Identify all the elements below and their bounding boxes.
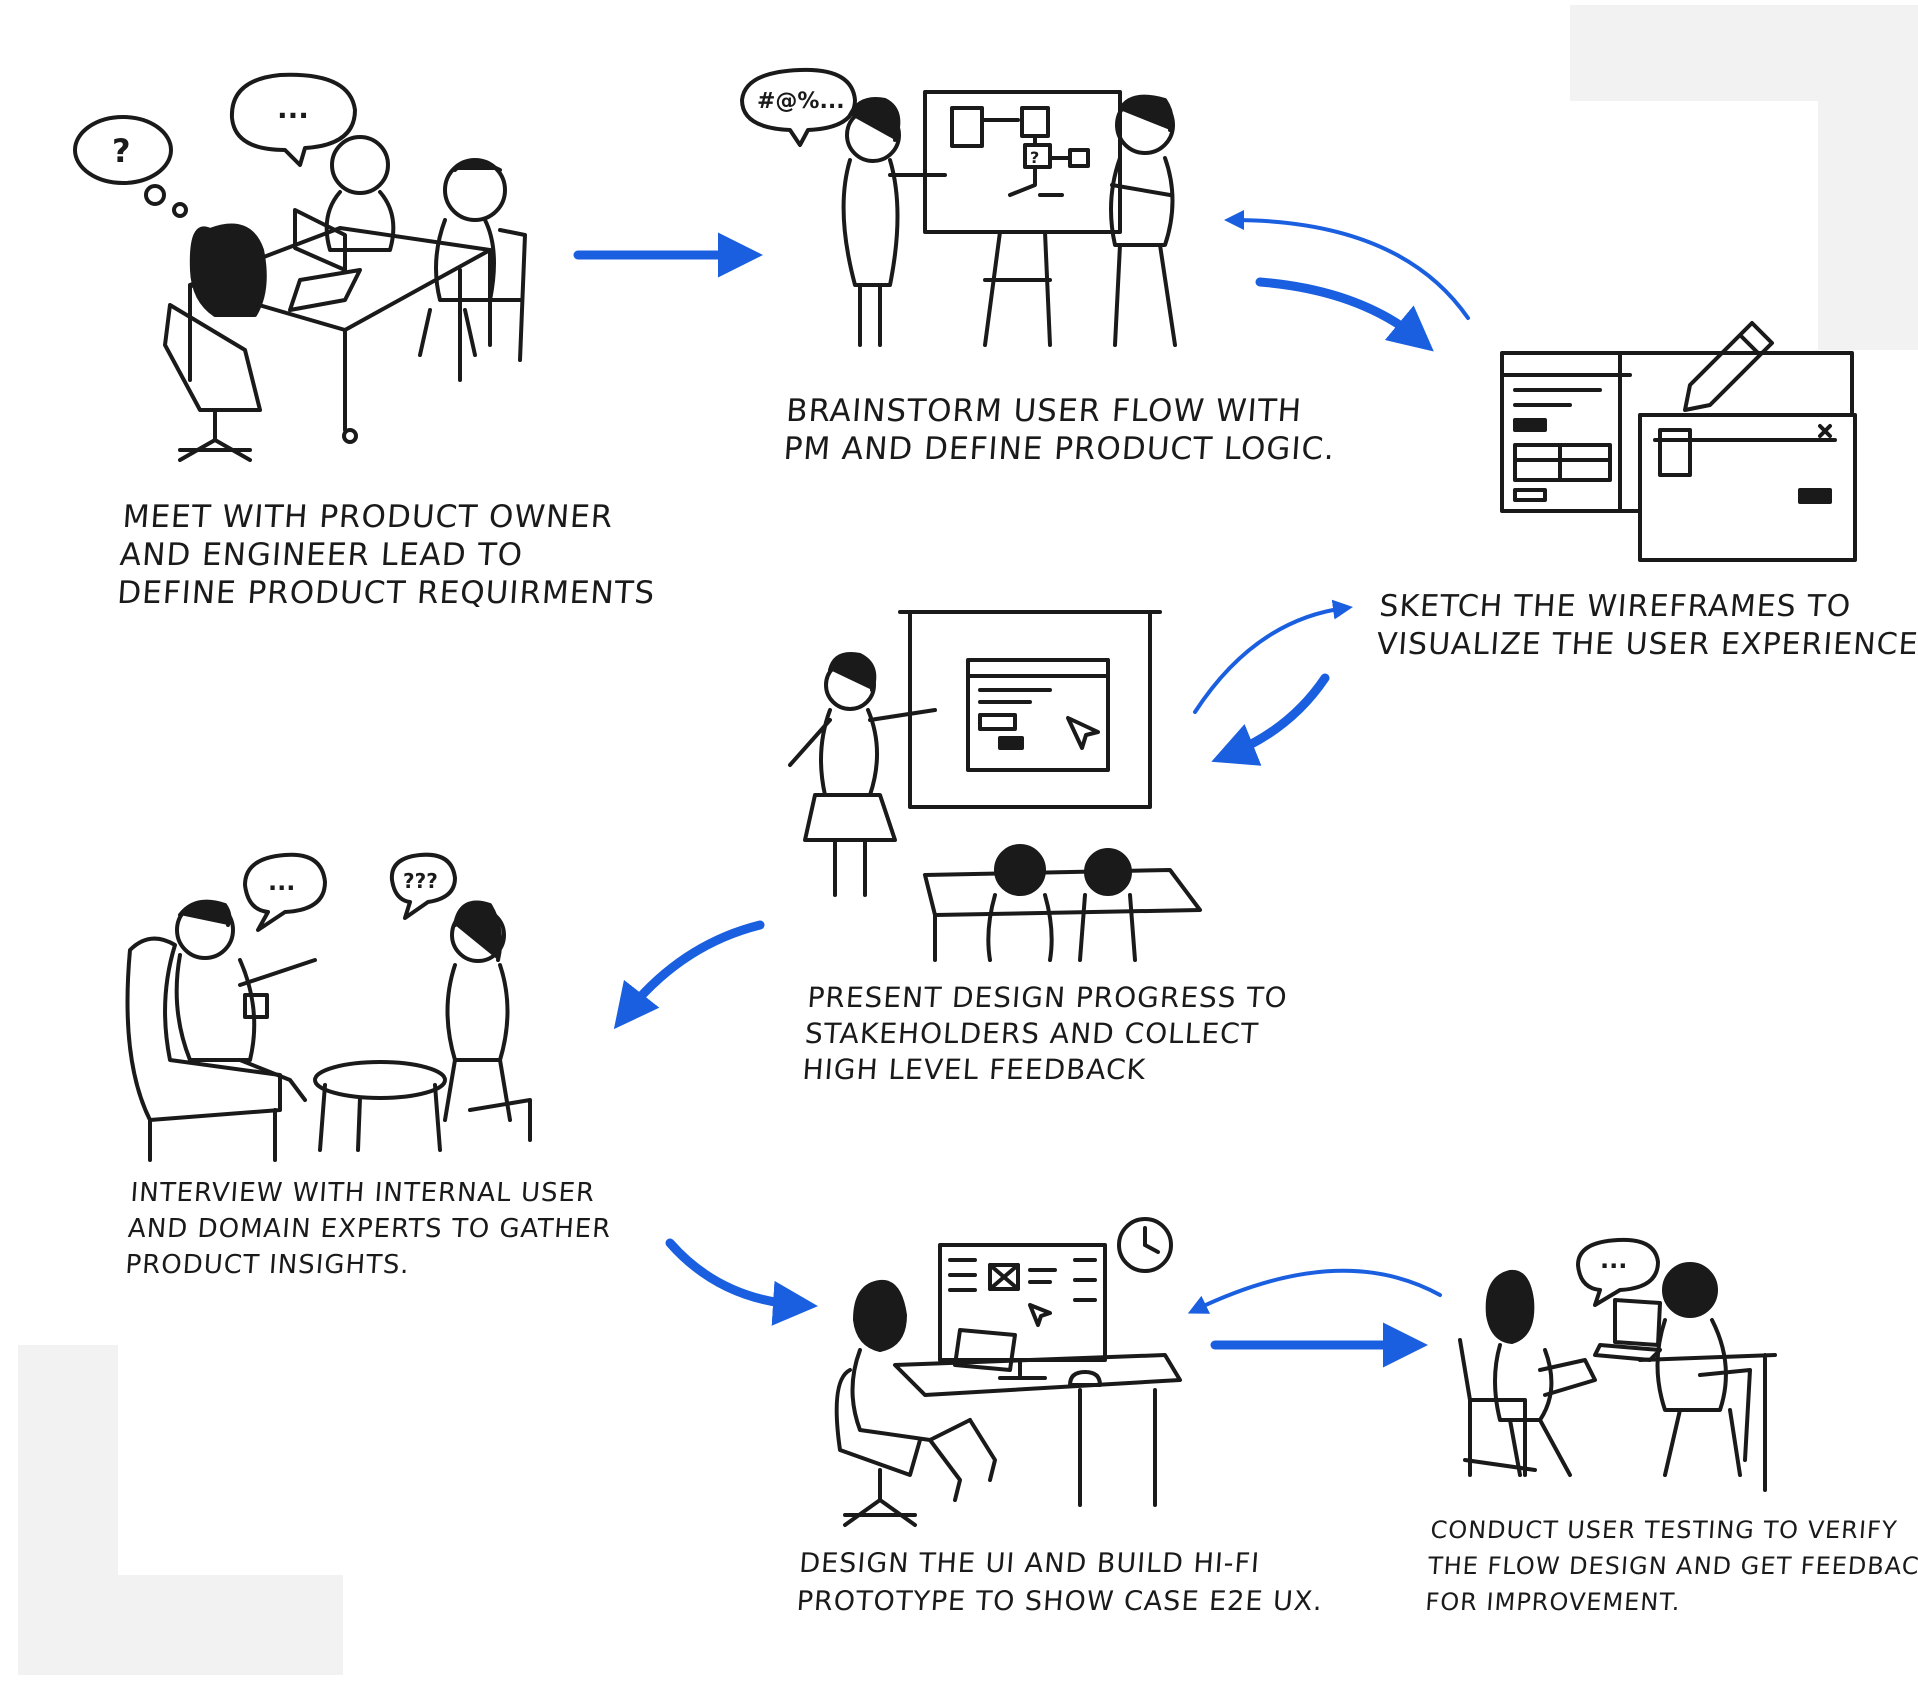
armchair: [125, 936, 282, 1162]
design-desk-illustration: [834, 1217, 1182, 1527]
presentation-illustration: [788, 610, 1202, 962]
interview-illustration: [125, 852, 532, 1162]
question-thought-bubble: [73, 115, 173, 185]
talk-dots-text: ...: [277, 92, 309, 125]
meeting-bubble-text: ? ...: [112, 92, 309, 170]
caption-line: DEFINE PRODUCT REQUIRMENTS: [116, 575, 657, 611]
caption-line: THE FLOW DESIGN AND GET FEEDBACK: [1427, 1552, 1918, 1580]
arrow-present-to-sketch: [1193, 599, 1353, 714]
laptop: [293, 208, 347, 272]
testing-bubble-text: ...: [1600, 1246, 1627, 1274]
interview-talk-dots-text: ...: [268, 868, 295, 896]
arrow-test-to-design: [1187, 1268, 1442, 1314]
brainstorm-bubble-text: #@%... ?: [757, 89, 1039, 167]
office-chair: [163, 303, 262, 462]
caption-line: AND DOMAIN EXPERTS TO GATHER: [126, 1214, 613, 1244]
caption-line: SKETCH THE WIREFRAMES TO: [1378, 589, 1853, 624]
laptop: [953, 1328, 1017, 1372]
flow-arrows: [573, 210, 1470, 1368]
step-caption-design: DESIGN THE UI AND BUILD HI-FI PROTOTYPE …: [795, 1545, 1326, 1621]
audience-desk: [923, 868, 1202, 962]
clock-icon: [1117, 1217, 1173, 1273]
monitor: [938, 1243, 1107, 1362]
tester-chair-right: [1663, 1368, 1752, 1477]
caption-line: AND ENGINEER LEAD TO: [118, 537, 525, 573]
person-woman-back: [189, 223, 267, 317]
wireframe-front-window: [1638, 413, 1857, 562]
caption-line: PM AND DEFINE PRODUCT LOGIC.: [782, 431, 1337, 467]
person-man-right-head: [443, 158, 507, 222]
caption-line: CONDUCT USER TESTING TO VERIFY: [1429, 1516, 1899, 1544]
arrow-brainstorm-to-sketch: [1255, 277, 1434, 352]
caption-line: PRODUCT INSIGHTS.: [124, 1250, 411, 1280]
arrow-sketch-to-brainstorm: [1224, 210, 1470, 320]
caption-line: PRESENT DESIGN PROGRESS TO: [806, 981, 1289, 1014]
testing-talk-dots-text: ...: [1600, 1246, 1627, 1274]
testing-talk-bubble: [1576, 1237, 1660, 1307]
arrow-sketch-to-present: [1211, 673, 1330, 766]
interview-bubble-text: ... ???: [268, 868, 438, 896]
caption-line: DESIGN THE UI AND BUILD HI-FI: [798, 1548, 1262, 1579]
tester-laptop: [1593, 1298, 1662, 1362]
tester-man-head: [1662, 1262, 1718, 1318]
board-question-text: ?: [1030, 148, 1039, 167]
arrow-present-to-interview: [613, 920, 765, 1030]
coffee-table: [313, 1060, 447, 1100]
cursor-icon: [1066, 716, 1100, 750]
design-desk: [893, 1353, 1182, 1507]
testing-desk: [1638, 1353, 1777, 1492]
caption-line: MEET WITH PRODUCT OWNER: [121, 499, 615, 535]
caption-line: PROTOTYPE TO SHOW CASE E2E UX.: [795, 1586, 1324, 1617]
brainstorm-illustration: [740, 67, 1177, 347]
user-testing-illustration: [1458, 1237, 1777, 1492]
corner-decoration-top-right-v: [1818, 5, 1918, 350]
designer-head: [853, 1279, 907, 1352]
monitor-cursor-icon: [1028, 1303, 1052, 1327]
interview-talk-bubble: [243, 852, 327, 932]
interview-question-marks-text: ???: [403, 869, 438, 893]
talk-speech-bubble: [229, 72, 357, 167]
step-caption-present: PRESENT DESIGN PROGRESS TO STAKEHOLDERS …: [801, 980, 1289, 1088]
curse-symbols-text: #@%...: [757, 89, 845, 114]
corner-decoration-bottom-left-h: [18, 1575, 343, 1675]
pencil-icon: [1683, 321, 1774, 412]
caption-line: VISUALIZE THE USER EXPERIENCE: [1375, 627, 1918, 662]
audience-head-2: [1084, 848, 1132, 896]
step-caption-brainstorm: BRAINSTORM USER FLOW WITH PM AND DEFINE …: [782, 392, 1339, 468]
caption-line: FOR IMPROVEMENT.: [1424, 1588, 1682, 1616]
person-man-center-head: [330, 135, 390, 195]
presentation-screen: [908, 610, 1152, 809]
audience-head-1: [994, 844, 1046, 896]
caption-line: BRAINSTORM USER FLOW WITH: [785, 393, 1304, 429]
question-mark-text: ?: [112, 132, 131, 170]
arrow-interview-to-design: [665, 1238, 818, 1326]
curse-speech-bubble: [740, 67, 857, 147]
designer-chair: [834, 1368, 922, 1527]
tester-chair-left: [1458, 1338, 1537, 1477]
interview-question-bubble: [389, 852, 457, 920]
wireframes-illustration: [1500, 321, 1857, 562]
tester-woman-head: [1485, 1269, 1535, 1344]
step-caption-meet: MEET WITH PRODUCT OWNER AND ENGINEER LEA…: [116, 498, 662, 612]
caption-line: HIGH LEVEL FEEDBACK: [801, 1053, 1148, 1086]
meeting-table: [188, 226, 492, 432]
step-caption-sketch: SKETCH THE WIREFRAMES TO VISUALIZE THE U…: [1375, 588, 1918, 664]
step-caption-interview: INTERVIEW WITH INTERNAL USER AND DOMAIN …: [124, 1175, 615, 1283]
step-caption-test: CONDUCT USER TESTING TO VERIFY THE FLOW …: [1424, 1512, 1918, 1620]
caption-line: STAKEHOLDERS AND COLLECT: [803, 1017, 1260, 1050]
caption-line: INTERVIEW WITH INTERNAL USER: [129, 1178, 597, 1208]
meeting-illustration: [73, 72, 527, 462]
